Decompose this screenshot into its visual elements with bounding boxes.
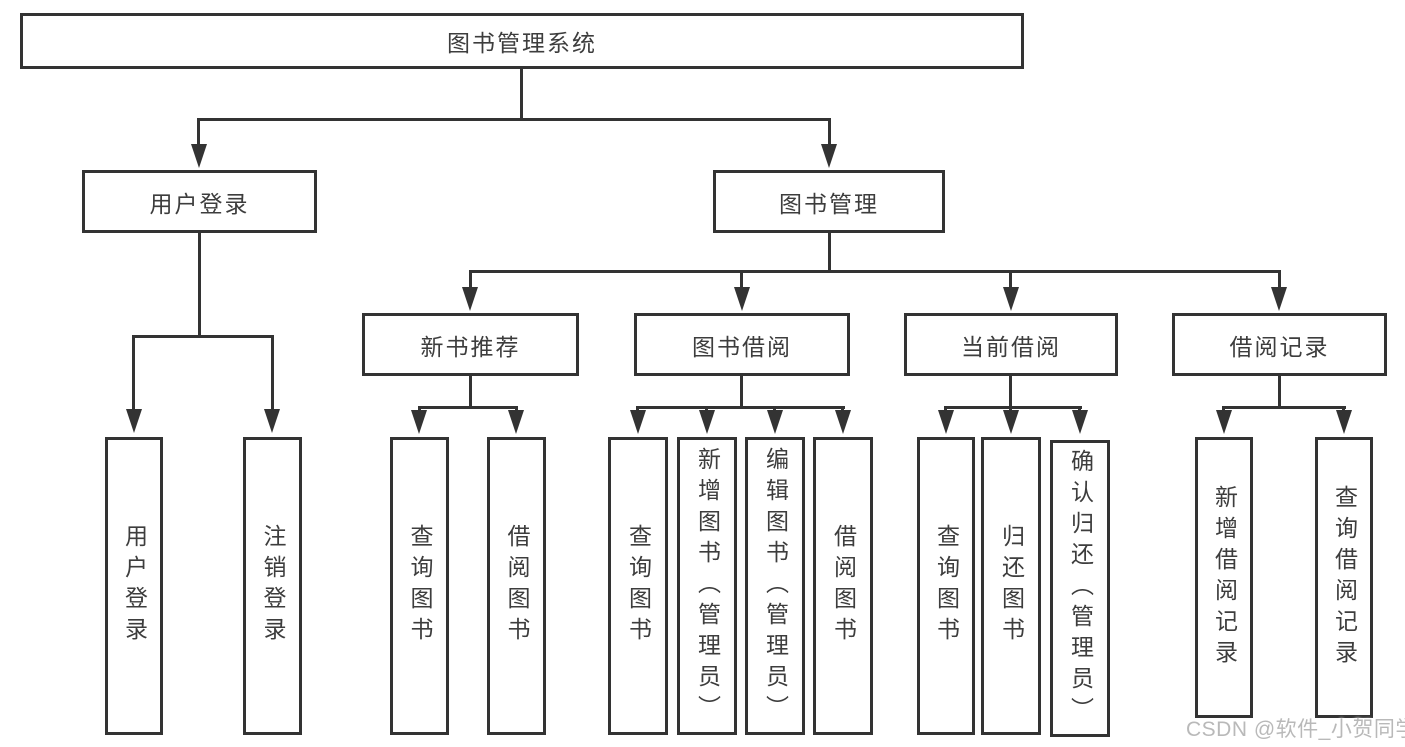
connector-line xyxy=(197,118,200,146)
leaf-label: 查询图书 xyxy=(625,524,652,648)
connector-line xyxy=(520,69,523,121)
leaf-label: 注销登录 xyxy=(260,524,286,648)
arrow-down-icon xyxy=(1003,287,1019,311)
leaf-current-query-books: 查询图书 xyxy=(917,437,975,735)
node-label: 图书借阅 xyxy=(692,333,792,360)
leaf-records-query-borrow-record: 查询借阅记录 xyxy=(1315,437,1373,718)
connector-line xyxy=(469,376,472,408)
connector-line xyxy=(132,335,135,411)
arrow-down-icon xyxy=(191,144,207,168)
connector-line xyxy=(740,376,743,408)
arrow-down-icon xyxy=(1216,410,1232,434)
leaf-label: 借阅图书 xyxy=(830,524,857,648)
node-current-borrowing: 当前借阅 xyxy=(904,313,1118,376)
leaf-borrow-borrow-books: 借阅图书 xyxy=(813,437,873,735)
leaf-borrow-edit-books-admin: 编辑图书（管理员） xyxy=(745,437,805,735)
node-label: 借阅记录 xyxy=(1229,333,1330,360)
arrow-down-icon xyxy=(1336,410,1352,434)
leaf-label: 归还图书 xyxy=(998,524,1025,648)
connector-line xyxy=(418,406,518,409)
arrow-down-icon xyxy=(126,409,142,433)
arrow-down-icon xyxy=(630,410,646,434)
leaf-logout: 注销登录 xyxy=(243,437,302,735)
watermark: CSDN @软件_小贺同学 xyxy=(1186,718,1405,741)
connector-line xyxy=(636,406,845,409)
node-label: 当前借阅 xyxy=(961,333,1061,360)
leaf-label: 新增图书（管理员） xyxy=(694,446,721,726)
connector-line xyxy=(198,233,201,337)
arrow-down-icon xyxy=(1003,410,1019,434)
arrow-down-icon xyxy=(1072,410,1088,434)
leaf-label: 查询图书 xyxy=(933,524,960,648)
leaf-label: 确认归还（管理员） xyxy=(1067,449,1094,728)
leaf-newbook-query-books: 查询图书 xyxy=(390,437,449,735)
node-library-management-system: 图书管理系统 xyxy=(20,13,1024,69)
connector-line xyxy=(1278,270,1281,289)
connector-line xyxy=(828,118,831,146)
node-label: 图书管理系统 xyxy=(447,30,597,56)
arrow-down-icon xyxy=(264,409,280,433)
connector-line xyxy=(133,335,274,338)
leaf-label: 借阅图书 xyxy=(504,524,530,648)
arrow-down-icon xyxy=(767,410,783,434)
leaf-current-confirm-return-admin: 确认归还（管理员） xyxy=(1050,440,1110,737)
leaf-current-return-books: 归还图书 xyxy=(981,437,1041,735)
connector-line xyxy=(1278,376,1281,408)
connector-line xyxy=(944,406,1082,409)
leaf-label: 查询借阅记录 xyxy=(1331,484,1358,671)
arrow-down-icon xyxy=(411,410,427,434)
connector-line xyxy=(1222,406,1346,409)
leaf-records-add-borrow-record: 新增借阅记录 xyxy=(1195,437,1253,718)
leaf-user-login: 用户登录 xyxy=(105,437,163,735)
connector-line xyxy=(469,270,1281,273)
connector-line xyxy=(740,270,743,289)
arrow-down-icon xyxy=(821,144,837,168)
leaf-borrow-query-books: 查询图书 xyxy=(608,437,668,735)
connector-line xyxy=(271,335,274,411)
node-user-login: 用户登录 xyxy=(82,170,317,233)
arrow-down-icon xyxy=(699,410,715,434)
leaf-label: 编辑图书（管理员） xyxy=(762,446,789,726)
node-borrowing-records: 借阅记录 xyxy=(1172,313,1387,376)
connector-line xyxy=(197,118,831,121)
leaf-newbook-borrow-books: 借阅图书 xyxy=(487,437,546,735)
node-book-borrowing: 图书借阅 xyxy=(634,313,850,376)
connector-line xyxy=(1009,376,1012,408)
connector-line xyxy=(1009,270,1012,289)
node-new-book-recommend: 新书推荐 xyxy=(362,313,579,376)
leaf-borrow-add-books-admin: 新增图书（管理员） xyxy=(677,437,737,735)
node-book-management: 图书管理 xyxy=(713,170,945,233)
arrow-down-icon xyxy=(938,410,954,434)
node-label: 图书管理 xyxy=(779,190,879,217)
connector-line xyxy=(469,270,472,289)
leaf-label: 用户登录 xyxy=(121,524,148,648)
leaf-label: 查询图书 xyxy=(407,524,433,648)
connector-line xyxy=(828,233,831,272)
node-label: 用户登录 xyxy=(149,190,250,217)
arrow-down-icon xyxy=(462,287,478,311)
arrow-down-icon xyxy=(508,410,524,434)
arrow-down-icon xyxy=(1271,287,1287,311)
node-label: 新书推荐 xyxy=(420,333,521,360)
arrow-down-icon xyxy=(734,287,750,311)
arrow-down-icon xyxy=(835,410,851,434)
leaf-label: 新增借阅记录 xyxy=(1211,484,1238,671)
